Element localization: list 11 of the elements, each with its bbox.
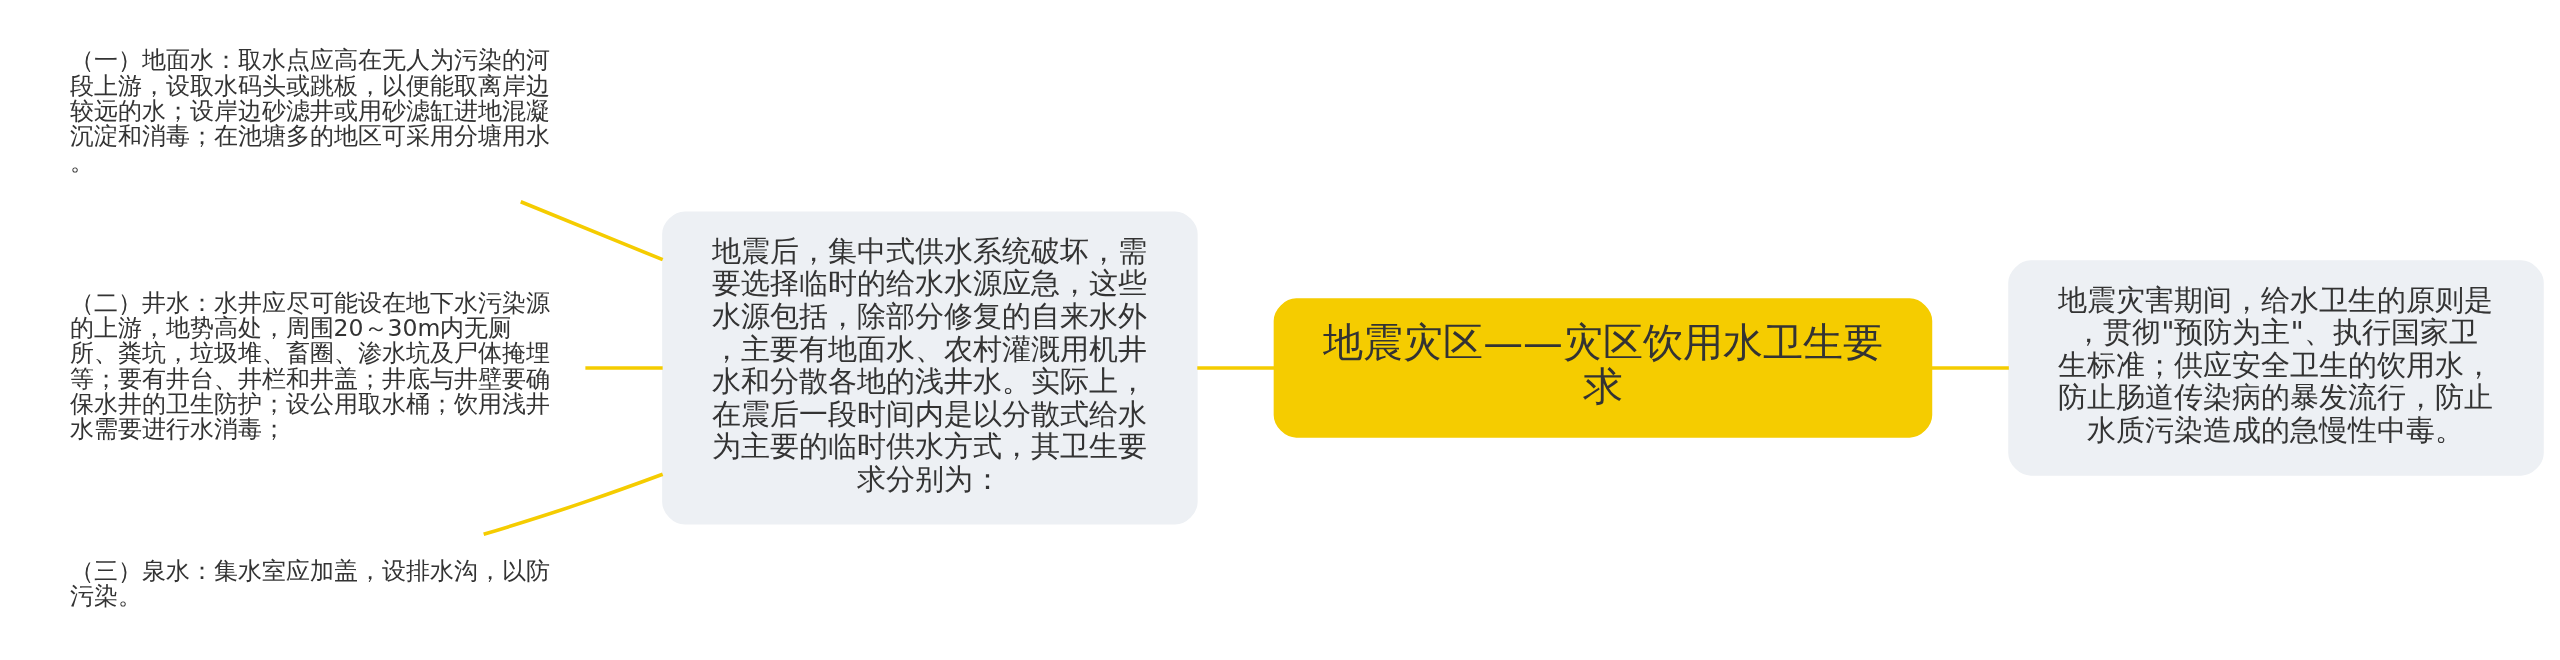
- connector: [520, 200, 664, 262]
- node-box: 地震后，集中式供水系统破坏，需要选择临时的给水水源应急，这些水源包括，除部分修复的自来水外，主要有地面水、农村灌溉用机井水和分散各地的浅井水。实际上，在震后一段时间内是以分散式给水为主要的临时供水方式，其卫生要求分别为：: [662, 211, 1198, 525]
- connector: [1197, 366, 1275, 370]
- node-text: （三）泉水：集水室应加盖，设排水沟，以防污染。: [69, 556, 550, 610]
- connector: [483, 472, 664, 537]
- node-box: 地震灾害期间，给水卫生的原则是，贯彻"预防为主"、执行国家卫生标准；供应安全卫生的饮用水，防止肠道传染病的暴发流行，防止水质污染造成的急慢性中毒。: [2008, 260, 2544, 476]
- connector: [1931, 366, 2009, 370]
- node-text: （二）井水：水井应尽可能设在地下水污染源的上游，地势高处，周围20～30m内无厕所、粪坑，垃圾堆、畜圈、渗水坑及尸体掩埋等；要有井台、井栏和井盖；井底与井壁要确保水井的卫生防护；设公用取水桶；饮用浅井水需要进行水消毒；: [69, 288, 550, 444]
- node-text: （一）地面水：取水点应高在无人为污染的河段上游，设取水码头或跳板，以便能取离岸边较远的水；设岸边砂滤井或用砂滤缸进地混凝沉淀和消毒；在池塘多的地区可采用分塘用水。: [69, 46, 550, 176]
- connector: [585, 366, 663, 370]
- node-box: 地震灾区——灾区饮用水卫生要求: [1273, 298, 1933, 438]
